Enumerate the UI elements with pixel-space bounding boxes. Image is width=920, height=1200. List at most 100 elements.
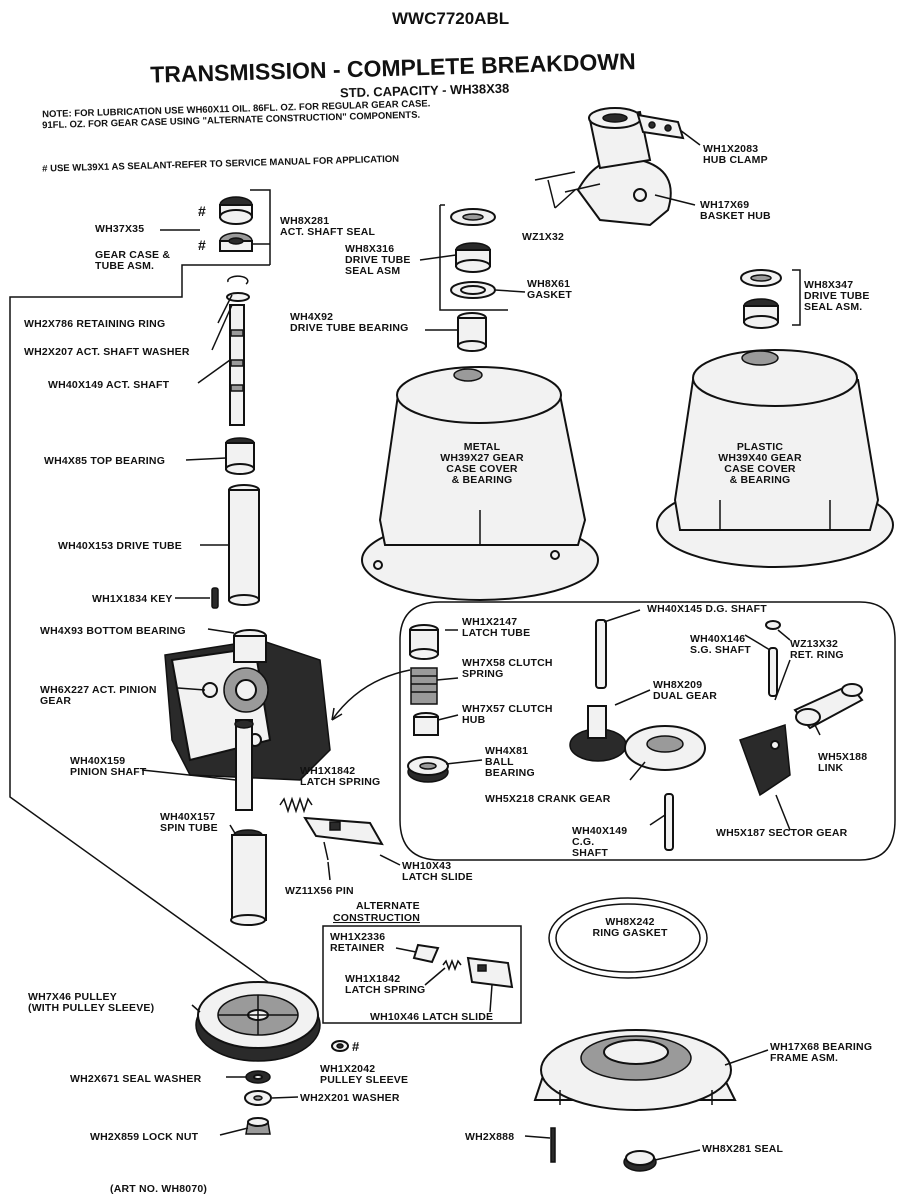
- part-label-line: RETAINER: [330, 942, 385, 954]
- part-label-line: WH2X201 WASHER: [300, 1092, 400, 1104]
- leader-lines: [141, 129, 821, 1161]
- bolts: [534, 171, 601, 193]
- detail-callout-outline: [399, 601, 896, 861]
- part-label-line: LATCH SLIDE: [402, 871, 473, 883]
- part-label-line: WH7X57 CLUTCH: [462, 703, 553, 715]
- screw: [550, 1127, 556, 1163]
- act-shaft: [229, 304, 245, 426]
- part-label-line: WH39X27 GEAR: [440, 452, 524, 464]
- part-label-line: WH39X40 GEAR: [718, 452, 802, 464]
- alternate-heading-1: ALTERNATE: [356, 900, 420, 912]
- part-label-line: (WITH PULLEY SLEEVE): [28, 1002, 154, 1014]
- part-label-line: WH40X159: [70, 755, 125, 767]
- part-label-line: WH4X85 TOP BEARING: [44, 455, 165, 467]
- cg-shaft: [664, 793, 674, 851]
- act-shaft-seal-pair: [219, 196, 253, 252]
- part-label-line: WH40X157: [160, 811, 215, 823]
- capacity-subtitle: STD. CAPACITY - WH38X38: [340, 81, 510, 101]
- sector-gear: [739, 723, 791, 797]
- part-label-line: WH8X347: [804, 279, 853, 291]
- part-label-line: WH2X207 ACT. SHAFT WASHER: [24, 346, 190, 358]
- part-label-wh2x786: WH2X786 RETAINING RING: [24, 318, 165, 330]
- part-label-line: & BEARING: [730, 474, 791, 486]
- washer: [244, 1090, 272, 1106]
- retaining-ring: [226, 275, 250, 302]
- part-label-line: WZ1X32: [522, 231, 564, 243]
- part-label-line: HUB CLAMP: [703, 154, 768, 166]
- part-label-line: PULLEY SLEEVE: [320, 1074, 408, 1086]
- part-label-wh2x671: WH2X671 SEAL WASHER: [70, 1073, 202, 1085]
- part-label-wh8x281-seal: WH8X281 SEAL: [702, 1143, 784, 1155]
- part-label-wh7x46: WH7X46 PULLEY(WITH PULLEY SLEEVE): [28, 991, 154, 1014]
- clutch-hub: [413, 712, 439, 736]
- bearing-seal: [623, 1150, 657, 1172]
- part-label-line: WH1X1842: [345, 973, 400, 985]
- part-label-line: GEAR CASE &: [95, 249, 170, 261]
- part-label-line: CASE COVER: [724, 463, 796, 475]
- part-label-wh4x85: WH4X85 TOP BEARING: [44, 455, 165, 467]
- part-label-line: PINION SHAFT: [70, 766, 147, 778]
- drive-tube: [228, 484, 260, 606]
- part-label-line: WH1X1842: [300, 765, 355, 777]
- part-label-line: GASKET: [527, 289, 572, 301]
- part-label-line: SEAL ASM: [345, 265, 400, 277]
- part-label-line: BEARING: [485, 767, 535, 779]
- part-label-line: WH2X786 RETAINING RING: [24, 318, 165, 330]
- part-label-line: LATCH SPRING: [345, 984, 425, 996]
- part-label-line: WH2X888: [465, 1131, 514, 1143]
- part-label-line: WH2X859 LOCK NUT: [90, 1131, 199, 1143]
- part-label-line: SPIN TUBE: [160, 822, 218, 834]
- seal-washer: [245, 1070, 271, 1084]
- part-label-line: GEAR: [40, 695, 71, 707]
- ball-bearing: [407, 756, 449, 783]
- svg-text:#: #: [198, 203, 206, 219]
- part-label-line: WH5X218 CRANK GEAR: [485, 793, 611, 805]
- lock-nut: [245, 1117, 271, 1135]
- part-label-line: WH40X149: [572, 825, 627, 837]
- latch-spring: [279, 796, 313, 814]
- basket-hub: [576, 107, 672, 227]
- alternate-heading-2: CONSTRUCTION: [333, 912, 420, 924]
- alternate-construction-box: [322, 925, 522, 1024]
- part-label-wh5x218: WH5X218 CRANK GEAR: [485, 793, 611, 805]
- part-label-line: WH1X2147: [462, 616, 517, 628]
- alt-latch-slide: [466, 956, 514, 989]
- part-label-line: CASE COVER: [446, 463, 518, 475]
- part-label-line: WH8X61: [527, 278, 570, 290]
- part-label-line: WH37X35: [95, 223, 144, 235]
- part-label-line: DRIVE TUBE BEARING: [290, 322, 409, 334]
- part-label-line: SPRING: [462, 668, 503, 680]
- part-label-wh4x93: WH4X93 BOTTOM BEARING: [40, 625, 186, 637]
- svg-text:#: #: [198, 237, 206, 253]
- part-label-line: WH5X188: [818, 751, 867, 763]
- part-label-line: WH1X2042: [320, 1063, 375, 1075]
- diagram-title: TRANSMISSION - COMPLETE BREAKDOWN: [150, 48, 636, 88]
- part-label-line: WH4X93 BOTTOM BEARING: [40, 625, 186, 637]
- part-label-line: WH4X92: [290, 311, 333, 323]
- part-label-line: WH2X671 SEAL WASHER: [70, 1073, 202, 1085]
- part-label-line: LINK: [818, 762, 844, 774]
- part-label-line: WH40X153 DRIVE TUBE: [58, 540, 182, 552]
- svg-text:#: #: [352, 1039, 360, 1054]
- plastic-gear-case-cover: [656, 349, 894, 568]
- part-label-gear-case-tube: GEAR CASE &TUBE ASM.: [95, 249, 170, 272]
- model-number: WWC7720ABL: [392, 9, 509, 28]
- part-label-line: WH1X1834 KEY: [92, 593, 173, 605]
- clutch-spring: [410, 667, 438, 705]
- pulley: [195, 981, 321, 1062]
- metal-gear-case-cover: [361, 366, 599, 601]
